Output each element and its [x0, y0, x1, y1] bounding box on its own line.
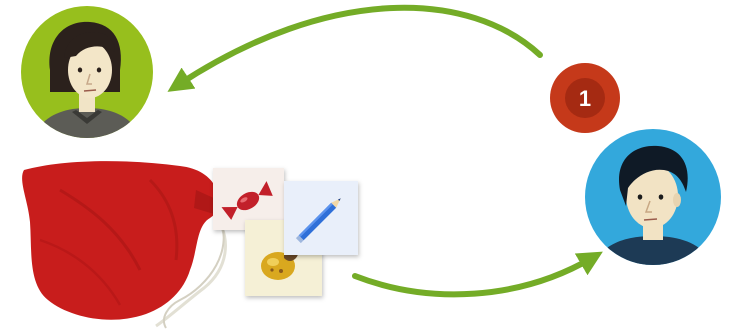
- woman-avatar-icon: [21, 6, 153, 150]
- step-number: 1: [579, 86, 591, 111]
- step-badge: 1: [550, 63, 620, 133]
- man-avatar-icon: [585, 129, 721, 275]
- return-arrow: [178, 8, 540, 85]
- red-sack-icon: [22, 161, 225, 328]
- pencil-icon: [284, 181, 358, 255]
- give-arrow: [355, 258, 592, 294]
